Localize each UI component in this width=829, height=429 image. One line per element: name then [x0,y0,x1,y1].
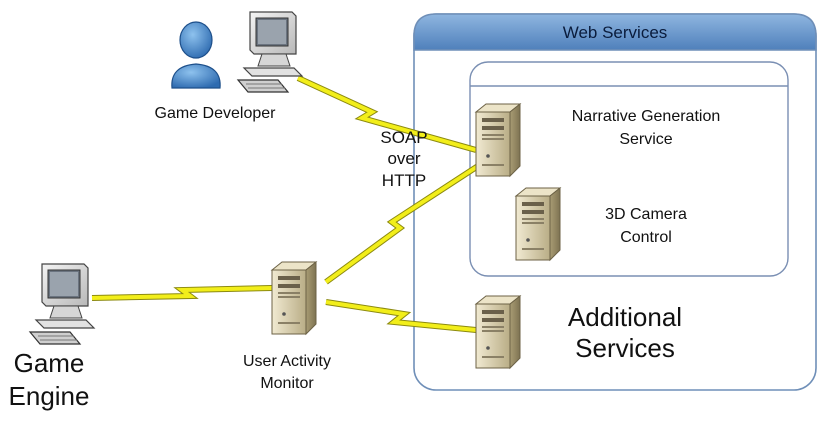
user-activity-monitor-server-icon [271,261,317,335]
developer-computer-icon [237,11,303,93]
additional-services-label: Additional Services [567,302,683,364]
game-engine-computer-icon [29,263,95,345]
narrative-generation-service-label: Narrative Generation Service [571,108,721,149]
camera-control-server-icon [515,187,561,261]
game-engine-label: Game Engine [8,348,90,411]
web-services-title: Web Services [563,23,668,42]
camera-control-label: 3D Camera Control [605,206,687,247]
person-icon [171,21,221,89]
network-links [91,75,480,333]
user-activity-monitor-label: User Activity Monitor [242,353,331,393]
additional-services-server-icon [475,295,521,369]
narrative-generation-server-icon [475,103,521,177]
game-developer-label: Game Developer [154,105,276,122]
soap-over-http-label: SOAP over HTTP [380,128,428,190]
